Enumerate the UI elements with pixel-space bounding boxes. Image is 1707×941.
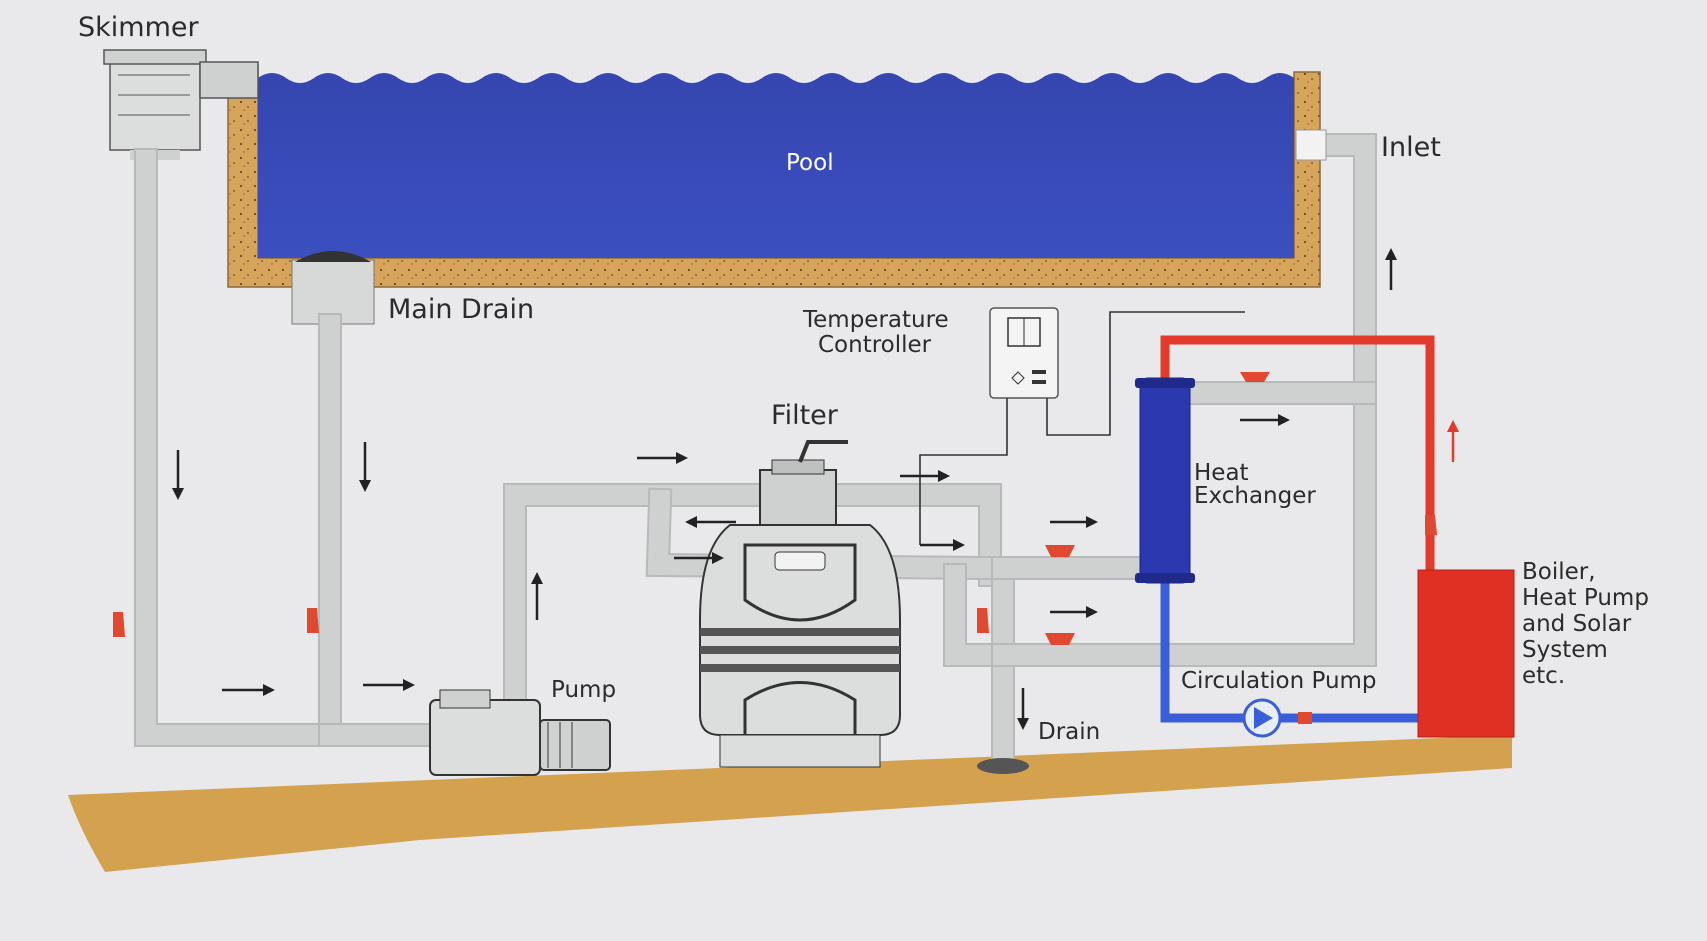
valve-skimmer: [113, 612, 125, 637]
valve-main-drain: [307, 608, 319, 633]
valve-heat-outlet: [1240, 372, 1270, 382]
temperature-controller: [989, 307, 1059, 399]
main-drain-label: Main Drain: [388, 294, 534, 325]
circulation-pump-label: Circulation Pump: [1181, 668, 1377, 694]
flow-arrows: [172, 248, 1459, 730]
pool-basin: [227, 65, 1321, 288]
pool-water: [258, 73, 1294, 258]
pool-label: Pool: [786, 150, 834, 176]
heat-exchanger: [1135, 377, 1195, 584]
cold-water-loop: [1160, 578, 1418, 723]
boiler-label-3: and Solar: [1522, 611, 1632, 637]
inlet-label: Inlet: [1381, 132, 1441, 163]
valve-heat-return: [1045, 633, 1075, 645]
filter: [699, 440, 901, 768]
boiler: [1417, 569, 1515, 738]
drain-label: Drain: [1038, 719, 1100, 745]
heat-exchanger-label-2: Exchanger: [1194, 483, 1316, 509]
suction-pipes: [134, 148, 452, 747]
temperature-controller-label-2: Controller: [818, 332, 932, 358]
valve-bypass: [977, 608, 989, 633]
boiler-label-4: System: [1522, 637, 1608, 663]
drain-hole: [977, 758, 1029, 774]
hot-water-loop: [1160, 335, 1435, 575]
valve-circ: [1298, 712, 1312, 724]
temperature-controller-label-1: Temperature: [802, 307, 949, 333]
boiler-label-5: etc.: [1522, 663, 1565, 689]
skimmer-label: Skimmer: [78, 12, 199, 43]
boiler-label-2: Heat Pump: [1522, 585, 1649, 611]
pump: [429, 689, 611, 776]
inlet-fitting: [1295, 129, 1327, 161]
heat-exchanger-label-1: Heat: [1194, 460, 1249, 486]
filter-label: Filter: [771, 400, 839, 431]
controller-wiring: [919, 311, 1245, 546]
valve-boiler: [1425, 515, 1437, 535]
ground: [68, 735, 1512, 872]
circulation-pump: [1242, 698, 1282, 738]
pump-label: Pump: [551, 677, 616, 703]
valves: [113, 372, 1437, 724]
valve-heat-inlet: [1045, 545, 1075, 557]
boiler-label-1: Boiler,: [1522, 559, 1596, 585]
